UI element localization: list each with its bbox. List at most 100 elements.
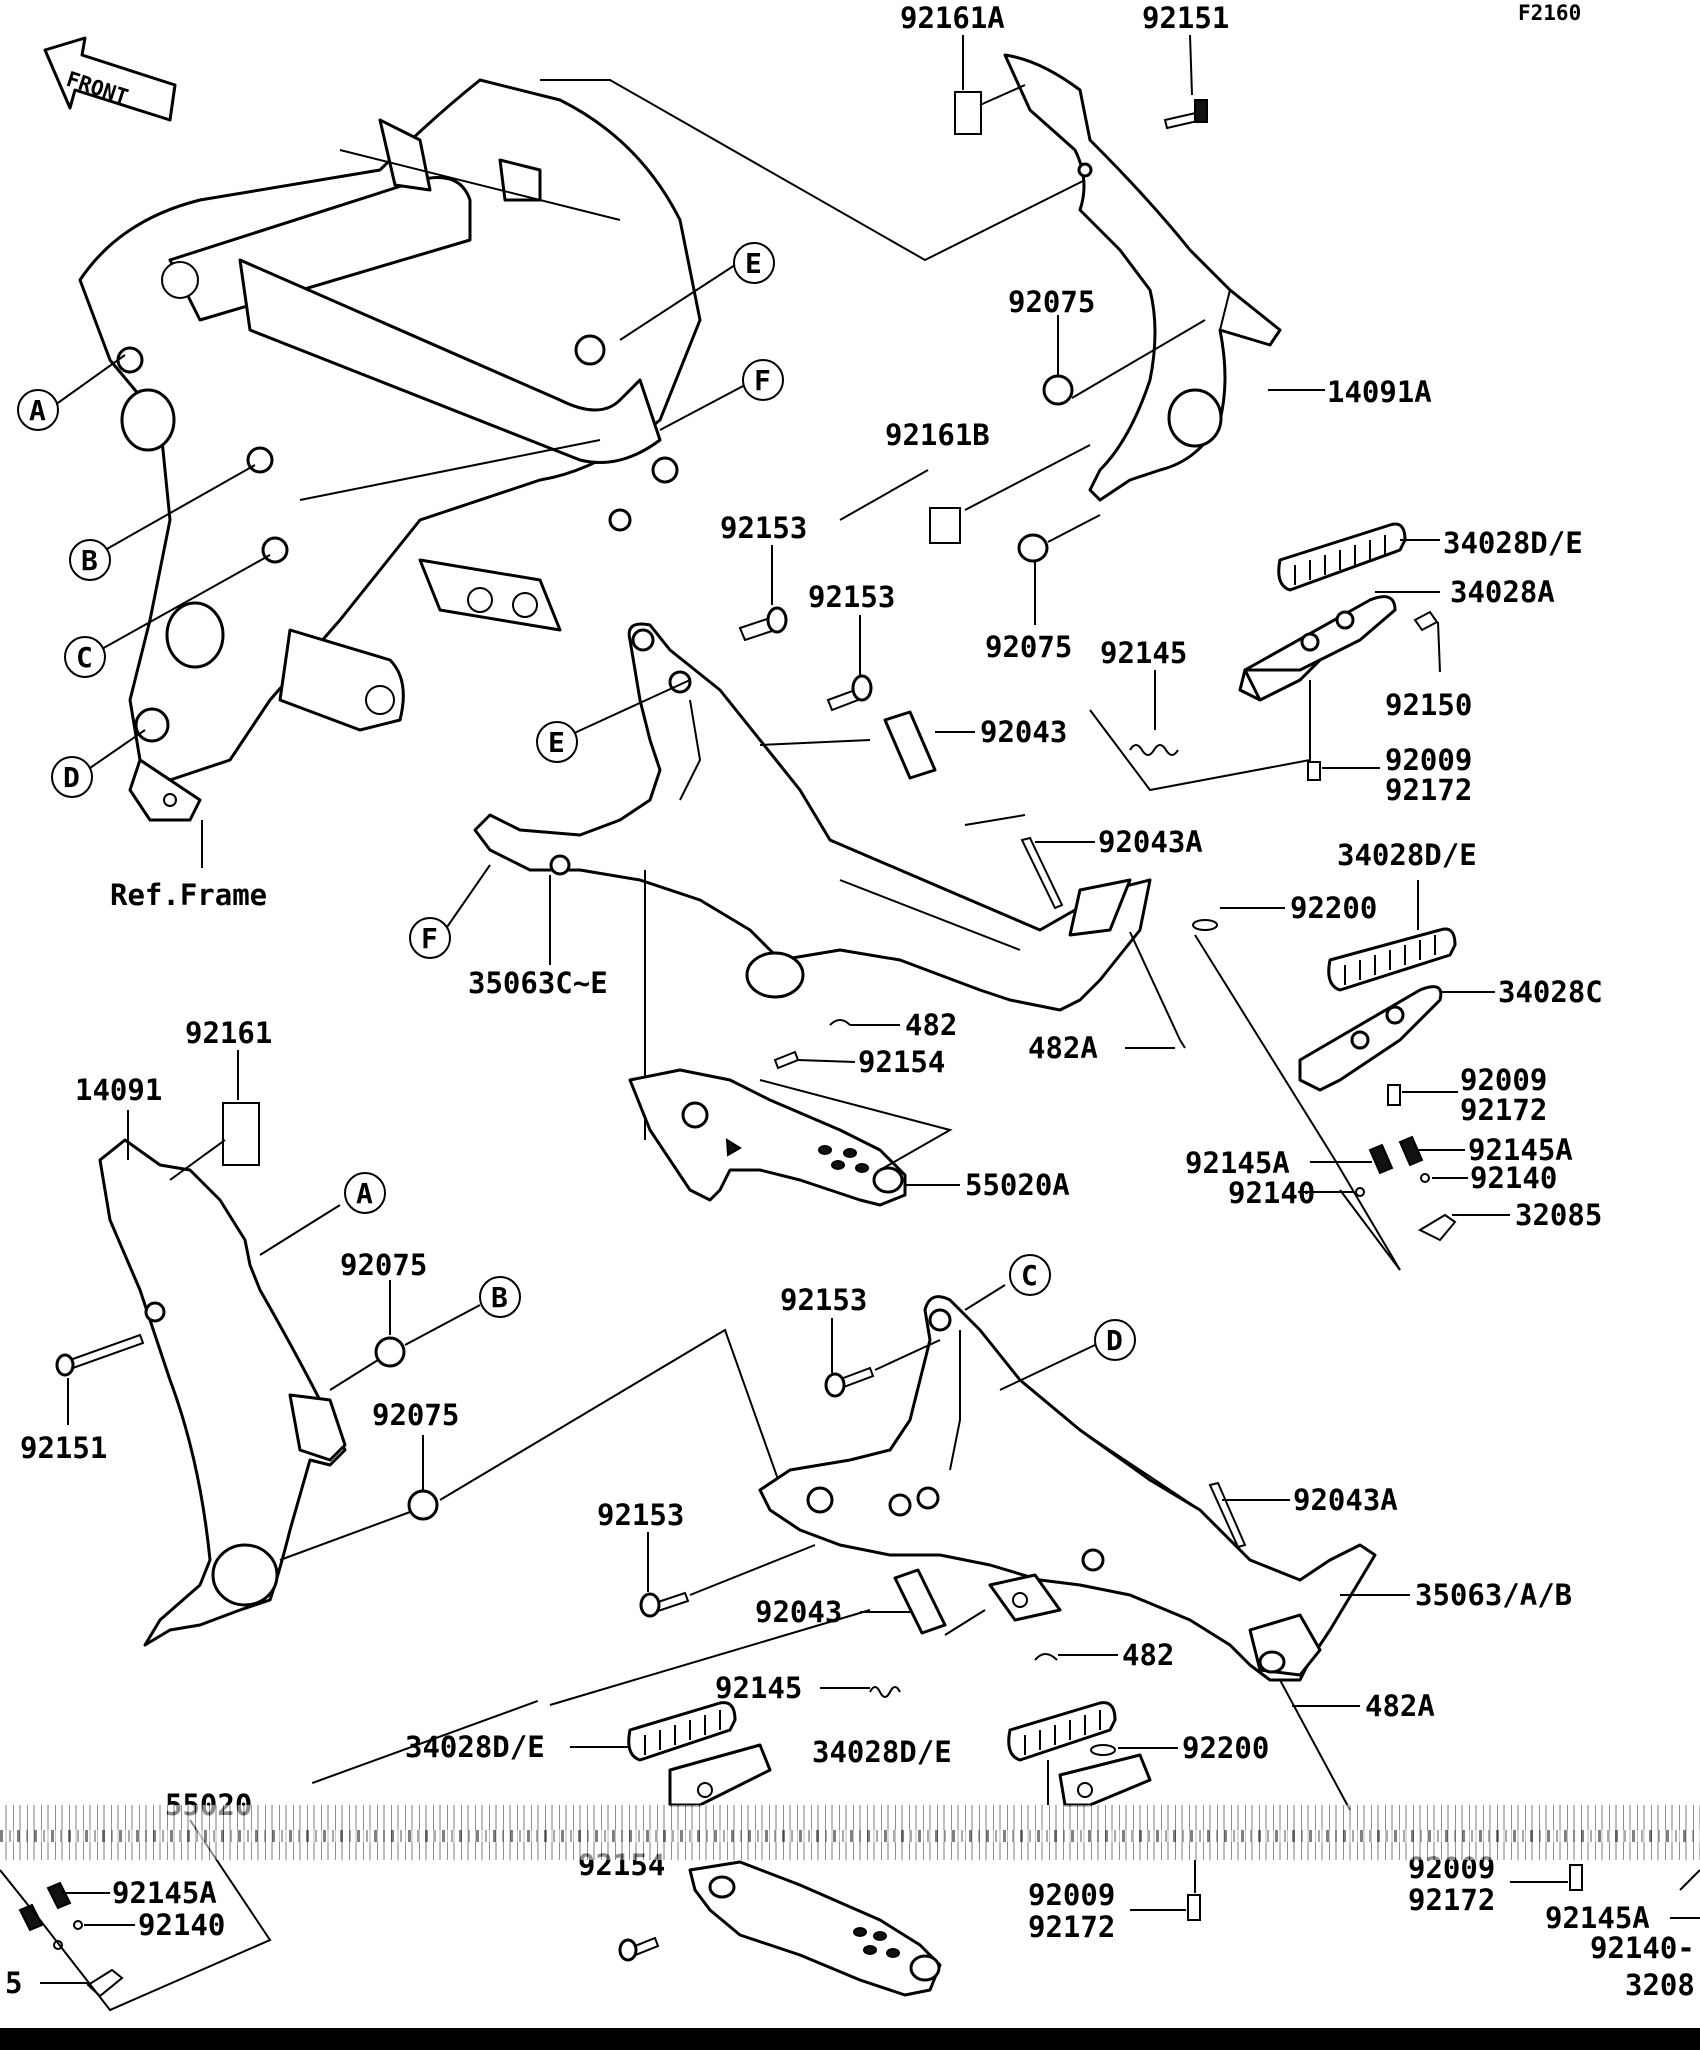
letter-f-bracket: F <box>421 922 438 955</box>
guard-55020-bottom <box>688 1860 942 1997</box>
label-482a-top: 482A <box>1028 1031 1098 1065</box>
label-92043-bottom: 92043 <box>755 1595 842 1629</box>
label-5-bottom-left: 5 <box>5 1966 22 2000</box>
pin-92043-top <box>883 710 937 780</box>
label-92075-left-b: 92075 <box>372 1398 459 1432</box>
letter-f-frame: F <box>754 364 771 397</box>
scan-noise-line <box>0 1830 1700 1842</box>
spring-92145a-bottom-left-b <box>18 1903 44 1932</box>
rubber-34028d-e-top <box>1277 522 1407 592</box>
rubber-34028d-e-mid <box>1327 927 1457 992</box>
spring-92145-bottom <box>869 1686 901 1698</box>
label-92075-mid: 92075 <box>985 630 1072 664</box>
rubber-34028d-e-bottom-right <box>1007 1701 1117 1762</box>
pin-92043a-top <box>1020 836 1064 910</box>
guard-55020a <box>628 1068 907 1207</box>
ref-frame-label: Ref.Frame <box>110 878 267 912</box>
diagram-code: F2160 <box>1518 1 1581 25</box>
label-92172-bottom-center: 92172 <box>1028 1910 1115 1944</box>
grommet-92075-top <box>1042 374 1074 406</box>
label-92145-top: 92145 <box>1100 636 1187 670</box>
label-55020a: 55020A <box>965 1168 1070 1202</box>
plate-32085 <box>1417 1213 1457 1242</box>
label-92145a-right: 92145A <box>1468 1133 1573 1167</box>
label-34028a: 34028A <box>1450 575 1555 609</box>
label-92145-bottom: 92145 <box>715 1671 802 1705</box>
letter-a-frame: A <box>29 394 46 427</box>
label-32085: 32085 <box>1515 1198 1602 1232</box>
pad-92161a <box>954 91 982 135</box>
footrest-34028c <box>1298 985 1443 1092</box>
label-482a-bottom: 482A <box>1365 1689 1435 1723</box>
frame-drawing <box>78 78 702 822</box>
letter-c-frame: C <box>76 641 93 674</box>
letter-d-bracket: D <box>1106 1324 1123 1357</box>
label-92151-top: 92151 <box>1142 1 1229 35</box>
spring-92145a-bottom-left-a <box>46 1881 72 1910</box>
label-92145a-left: 92145A <box>1185 1146 1290 1180</box>
bolt-92151-left <box>68 1333 145 1370</box>
label-92153-d: 92153 <box>597 1498 684 1532</box>
label-92140-right: 92140 <box>1470 1161 1557 1195</box>
letter-e-marker-frame <box>733 242 775 284</box>
label-34028de-mid: 34028D/E <box>1337 838 1477 872</box>
label-35063-a-b: 35063/A/B <box>1415 1578 1572 1612</box>
label-92150: 92150 <box>1385 688 1472 722</box>
bracket-35063c-e <box>473 622 1152 1012</box>
bolt-92009-bottom-right <box>1569 1864 1583 1891</box>
letter-e-marker-bracket <box>536 721 578 763</box>
bottom-black-bar <box>0 2028 1700 2050</box>
bolt-92154-top <box>773 1050 800 1070</box>
label-35063c-e: 35063C~E <box>468 966 608 1000</box>
pin-92043-bottom <box>893 1568 947 1635</box>
rubber-34028d-e-bottom-left <box>627 1701 737 1762</box>
letter-a-guard: A <box>356 1177 373 1210</box>
label-92140-bottom-right: 92140- <box>1590 1931 1695 1965</box>
label-92075-top: 92075 <box>1008 285 1095 319</box>
label-14091a: 14091A <box>1327 375 1432 409</box>
label-92043a-top: 92043A <box>1098 825 1203 859</box>
letter-e-bracket: E <box>548 726 565 759</box>
grommet-92075-mid <box>1017 533 1049 563</box>
label-92153-c: 92153 <box>780 1283 867 1317</box>
label-92161b: 92161B <box>885 418 990 452</box>
letter-d-marker-bracket <box>1094 1319 1136 1361</box>
letter-d-marker-frame <box>51 756 93 798</box>
label-92140-bottom-left: 92140 <box>138 1908 225 1942</box>
letter-e-frame: E <box>745 247 762 280</box>
label-92009-mid: 92009 <box>1460 1063 1547 1097</box>
bolt-92150 <box>1413 610 1439 632</box>
label-92153-b: 92153 <box>808 580 895 614</box>
label-92161: 92161 <box>185 1016 272 1050</box>
label-92154-top: 92154 <box>858 1045 945 1079</box>
label-92153-a: 92153 <box>720 511 807 545</box>
label-34028de-top: 34028D/E <box>1443 526 1583 560</box>
front-arrow: FRONT <box>43 36 177 122</box>
bolt-92009-bottom-center <box>1187 1894 1201 1921</box>
spring-92145a-a <box>1368 1143 1394 1175</box>
label-92140-left: 92140 <box>1228 1176 1315 1210</box>
label-14091: 14091 <box>75 1073 162 1107</box>
clip-482-bottom <box>1034 1653 1058 1661</box>
label-92151-left: 92151 <box>20 1431 107 1465</box>
guard-14091 <box>98 1138 347 1647</box>
label-92200-top: 92200 <box>1290 891 1377 925</box>
bracket-35063-a-b <box>758 1295 1377 1682</box>
label-92161a: 92161A <box>900 1 1005 35</box>
label-92043a-bottom: 92043A <box>1293 1483 1398 1517</box>
washer-92200-bottom <box>1090 1744 1116 1756</box>
letter-d-frame: D <box>63 761 80 794</box>
bolt-92009-mid <box>1387 1084 1401 1106</box>
label-482-top: 482 <box>905 1008 957 1042</box>
label-3208-bottom-right: 3208 <box>1625 1968 1695 2002</box>
spring-92145a-b <box>1398 1135 1424 1167</box>
letter-b-guard: B <box>491 1281 508 1314</box>
letter-c-bracket: C <box>1021 1259 1038 1292</box>
bolt-92009-top <box>1307 761 1321 781</box>
label-92145a-bottom-right: 92145A <box>1545 1901 1650 1935</box>
clip-482-top <box>829 1019 851 1026</box>
label-92145a-bottom-left: 92145A <box>112 1876 217 1910</box>
grommet-92075-left-b <box>407 1489 439 1521</box>
label-34028de-bottom-left: 34028D/E <box>405 1730 545 1764</box>
